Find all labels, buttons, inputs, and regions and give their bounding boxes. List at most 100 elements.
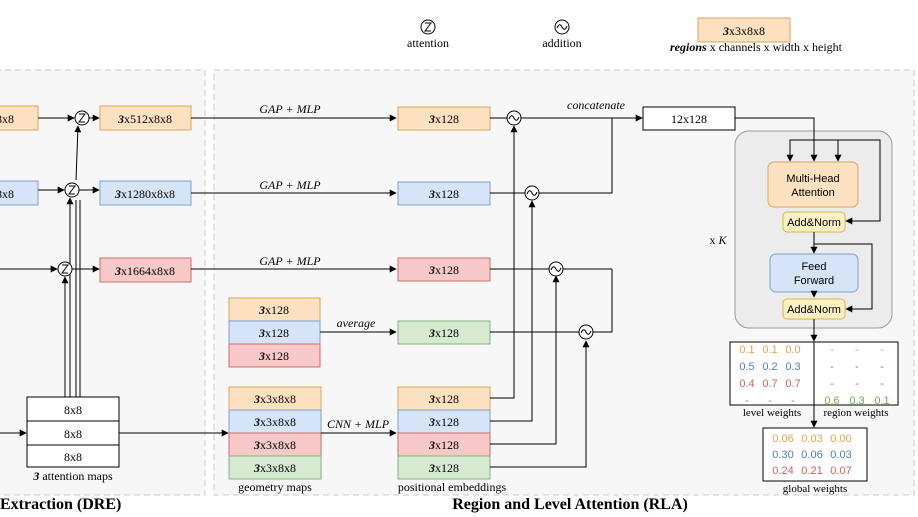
region-weight-cell: - bbox=[880, 361, 884, 373]
attention-map-box-2 bbox=[26, 420, 120, 446]
stack-box-3 bbox=[228, 343, 321, 368]
attention-map-3-text: 8x8 bbox=[64, 450, 82, 464]
global-weight-cell: 0.00 bbox=[830, 433, 851, 445]
global-weight-cell: 0.03 bbox=[801, 433, 822, 445]
dre-feature-box-1-text: 3x512x8x8 bbox=[117, 112, 172, 126]
mha-line-2: Attention bbox=[791, 187, 834, 199]
dre-feature-box-3 bbox=[99, 257, 192, 283]
region-weight-cell: - bbox=[830, 344, 834, 356]
pos-box-1-text: 3x128 bbox=[428, 392, 459, 406]
region-weight-cell: - bbox=[830, 378, 834, 390]
level-weight-cell: - bbox=[791, 395, 795, 407]
global-weight-cell: 0.30 bbox=[772, 449, 793, 461]
gap-mlp-label-3: GAP + MLP bbox=[259, 254, 321, 268]
concatenate-label: concatenate bbox=[567, 98, 626, 112]
stack-box-1-text: 3x128 bbox=[258, 303, 289, 317]
multi-head-attention-box bbox=[767, 161, 859, 208]
rla-section: GAP + MLP GAP + MLP GAP + MLP 3x128 3x12… bbox=[191, 98, 899, 513]
attention-icon bbox=[74, 110, 90, 126]
legend-dim-description: regions x channels x width x height bbox=[670, 40, 843, 54]
region-weight-cell: - bbox=[880, 378, 884, 390]
level-weight-cell: 0.1 bbox=[739, 344, 754, 356]
level-weight-cell: 0.7 bbox=[762, 378, 777, 390]
pos-box-4-text: 3x128 bbox=[428, 461, 459, 475]
global-weight-cell: 0.03 bbox=[830, 449, 851, 461]
level-weight-cell: 0.0 bbox=[785, 344, 800, 356]
add-norm-1-text: Add&Norm bbox=[787, 217, 841, 229]
ff-line-1: Feed bbox=[801, 261, 826, 273]
attention-icon bbox=[57, 261, 73, 277]
level-weight-cell: 0.3 bbox=[785, 361, 800, 373]
legend-dim-box-text: 3x3x8x8 bbox=[722, 24, 765, 38]
pos-box-2-text: 3x128 bbox=[428, 415, 459, 429]
geom-box-3-text: 3x3x8x8 bbox=[253, 438, 296, 452]
global-weight-cell: 0.06 bbox=[772, 433, 793, 445]
region-weight-cell: - bbox=[855, 361, 859, 373]
level-weight-cell: 0.4 bbox=[739, 378, 754, 390]
stack-box-2-text: 3x128 bbox=[258, 326, 289, 340]
dre-section-title: Extraction (DRE) bbox=[0, 496, 121, 513]
emb-box-1-text: 3x128 bbox=[428, 112, 459, 126]
legend-addition-label: addition bbox=[542, 36, 581, 50]
emb-box-avg-text: 3x128 bbox=[428, 326, 459, 340]
level-weight-cell: - bbox=[768, 395, 772, 407]
level-weight-cell: 0.7 bbox=[785, 378, 800, 390]
repeat-k-label: x K bbox=[709, 233, 727, 247]
stack-box-3-text: 3x128 bbox=[258, 349, 289, 363]
dre-left-box-2 bbox=[0, 180, 39, 206]
dre-feature-box-1 bbox=[99, 105, 192, 131]
legend-attention-label: attention bbox=[407, 36, 449, 50]
average-label: average bbox=[337, 316, 376, 330]
attention-map-2-text: 8x8 bbox=[64, 427, 82, 441]
global-weight-cell: 0.21 bbox=[801, 465, 822, 477]
addition-icon bbox=[506, 110, 522, 126]
global-weight-cell: 0.06 bbox=[801, 449, 822, 461]
mha-line-1: Multi-Head bbox=[786, 173, 839, 185]
pos-box-3-text: 3x128 bbox=[428, 438, 459, 452]
region-weight-cell: 0.3 bbox=[849, 395, 864, 407]
attention-maps-caption: 3 attention maps bbox=[32, 469, 113, 483]
region-weight-cell: - bbox=[855, 378, 859, 390]
ff-line-2: Forward bbox=[794, 275, 834, 287]
dre-feature-box-2 bbox=[99, 180, 192, 206]
attention-icon bbox=[64, 182, 80, 198]
level-weights-table bbox=[729, 341, 815, 406]
emb-box-2-text: 3x128 bbox=[428, 187, 459, 201]
geom-box-4-text: 3x3x8x8 bbox=[253, 461, 296, 475]
addition-icon bbox=[578, 324, 594, 340]
legend: attention addition 3x3x8x8 regions x cha… bbox=[407, 17, 843, 54]
region-weights-caption: region weights bbox=[823, 407, 888, 419]
region-weight-cell: - bbox=[830, 361, 834, 373]
cnn-mlp-label: CNN + MLP bbox=[327, 417, 390, 431]
addition-icon bbox=[554, 19, 570, 35]
geom-box-2-text: 3x3x8x8 bbox=[253, 415, 296, 429]
rla-section-title: Region and Level Attention (RLA) bbox=[452, 496, 688, 513]
level-weight-cell: 0.1 bbox=[762, 344, 777, 356]
gap-mlp-label-1: GAP + MLP bbox=[259, 102, 321, 116]
legend-dim-box bbox=[697, 17, 791, 43]
geom-box-4 bbox=[228, 455, 322, 480]
global-weights-caption: global weights bbox=[783, 483, 847, 495]
dre-left-box-2-text: 8x8 bbox=[0, 187, 14, 201]
dre-left-box-1-text: 8x8 bbox=[0, 112, 14, 126]
region-weight-cell: - bbox=[880, 344, 884, 356]
geom-box-1-text: 3x3x8x8 bbox=[253, 392, 296, 406]
geometry-maps-caption: geometry maps bbox=[238, 480, 312, 494]
attention-map-1-text: 8x8 bbox=[64, 403, 82, 417]
addition-icon bbox=[548, 261, 564, 277]
level-weight-cell: 0.5 bbox=[739, 361, 754, 373]
concat-box-text: 12x128 bbox=[671, 112, 707, 126]
level-weight-cell: - bbox=[745, 395, 749, 407]
emb-box-3-text: 3x128 bbox=[428, 263, 459, 277]
dre-section: 8x8 8x8 3x512x8x8 bbox=[0, 105, 229, 513]
region-weight-cell: - bbox=[855, 344, 859, 356]
dre-feature-box-2-text: 3x1280x8x8 bbox=[114, 187, 175, 201]
level-weights-caption: level weights bbox=[743, 407, 801, 419]
region-weights-table bbox=[813, 341, 899, 406]
region-weight-cell: 0.1 bbox=[874, 395, 889, 407]
gap-mlp-label-2: GAP + MLP bbox=[259, 178, 321, 192]
add-norm-2-text: Add&Norm bbox=[787, 304, 841, 316]
